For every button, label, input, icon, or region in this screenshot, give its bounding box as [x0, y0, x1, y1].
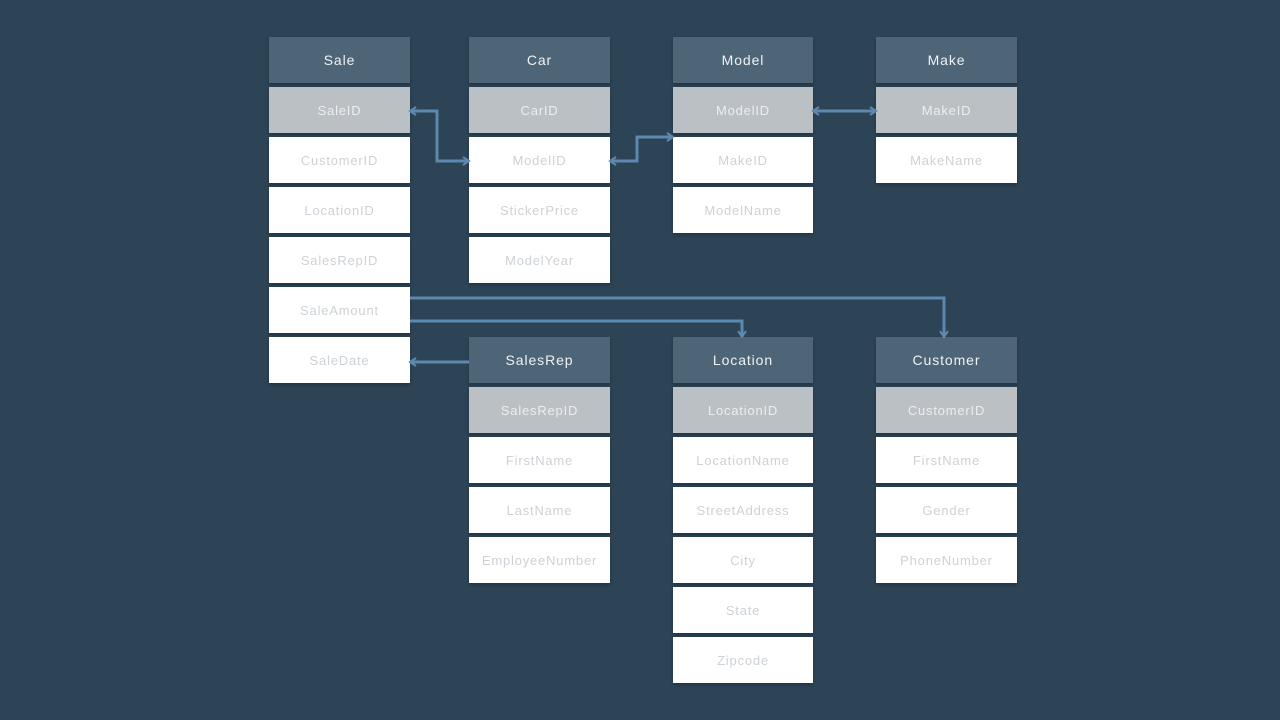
primary-key-field: ModelID: [673, 87, 813, 133]
field-row: StreetAddress: [673, 487, 813, 533]
primary-key-field: LocationID: [673, 387, 813, 433]
primary-key-field: CarID: [469, 87, 610, 133]
field-row: FirstName: [876, 437, 1017, 483]
field-row: Zipcode: [673, 637, 813, 683]
field-row: City: [673, 537, 813, 583]
field-row: LocationName: [673, 437, 813, 483]
primary-key-field: CustomerID: [876, 387, 1017, 433]
primary-key-field: SalesRepID: [469, 387, 610, 433]
table-title-sale: Sale: [269, 37, 410, 83]
field-row: ModelID: [469, 137, 610, 183]
primary-key-field: SaleID: [269, 87, 410, 133]
primary-key-field: MakeID: [876, 87, 1017, 133]
field-row: LastName: [469, 487, 610, 533]
connector-sale-to-customer: [410, 296, 949, 339]
field-row: FirstName: [469, 437, 610, 483]
table-title-make: Make: [876, 37, 1017, 83]
field-row: MakeID: [673, 137, 813, 183]
connector-sale-to-location: [410, 319, 747, 339]
field-row: StickerPrice: [469, 187, 610, 233]
field-row: EmployeeNumber: [469, 537, 610, 583]
field-row: ModelName: [673, 187, 813, 233]
table-title-salesrep: SalesRep: [469, 337, 610, 383]
table-title-customer: Customer: [876, 337, 1017, 383]
field-row: SalesRepID: [269, 237, 410, 283]
field-row: SaleAmount: [269, 287, 410, 333]
field-row: PhoneNumber: [876, 537, 1017, 583]
field-row: LocationID: [269, 187, 410, 233]
field-row: Gender: [876, 487, 1017, 533]
field-row: SaleDate: [269, 337, 410, 383]
field-row: State: [673, 587, 813, 633]
table-title-car: Car: [469, 37, 610, 83]
field-row: ModelYear: [469, 237, 610, 283]
table-title-model: Model: [673, 37, 813, 83]
field-row: CustomerID: [269, 137, 410, 183]
field-row: MakeName: [876, 137, 1017, 183]
table-title-location: Location: [673, 337, 813, 383]
connector-car-to-model: [608, 132, 675, 166]
connector-sale-to-car: [408, 106, 471, 166]
